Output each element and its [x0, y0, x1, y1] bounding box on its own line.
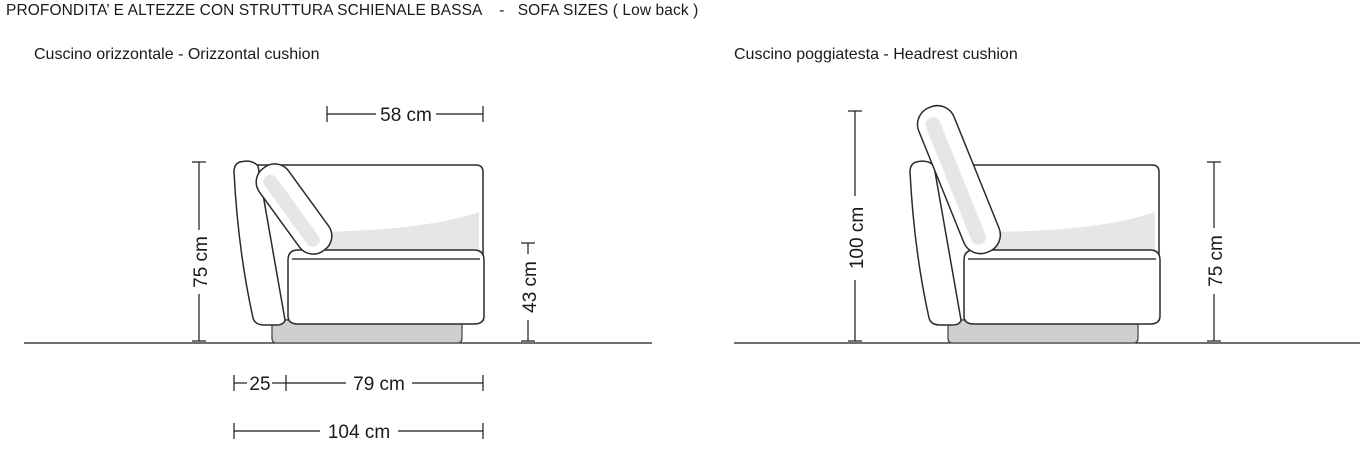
- page-title: PROFONDITA’ E ALTEZZE CON STRUTTURA SCHI…: [6, 2, 699, 19]
- left-plinth: [271, 319, 463, 344]
- left-back-shading: [300, 212, 479, 252]
- right-back-shading: [978, 212, 1155, 252]
- right-sofa-drawing: [734, 104, 1360, 344]
- dim-total-depth-label: 104 cm: [328, 422, 390, 443]
- right-view-caption: Cuscino poggiatesta - Headrest cushion: [734, 46, 1018, 63]
- right-dimension-lines: [848, 110, 1221, 342]
- dim-height-right-label: 75 cm: [1206, 235, 1227, 287]
- dim-top-depth-label: 58 cm: [380, 105, 432, 126]
- left-arm: [233, 160, 286, 326]
- left-dimension-lines: [192, 106, 535, 439]
- left-sofa-drawing: [24, 160, 652, 344]
- dim-height-label: 75 cm: [191, 236, 212, 288]
- right-plinth: [947, 319, 1139, 344]
- right-seat-cushion: [963, 249, 1161, 325]
- left-view-caption: Cuscino orizzontale - Orizzontal cushion: [34, 46, 320, 63]
- left-pillow: [255, 163, 333, 255]
- right-headrest-pillow: [916, 104, 1002, 255]
- dim-seat-height-label: 43 cm: [520, 261, 541, 313]
- left-seat-cushion: [287, 249, 485, 325]
- dim-height-headrest-label: 100 cm: [847, 207, 868, 269]
- dim-seat-depth-label: 79 cm: [353, 374, 405, 395]
- dim-arm-label: 25: [249, 374, 270, 395]
